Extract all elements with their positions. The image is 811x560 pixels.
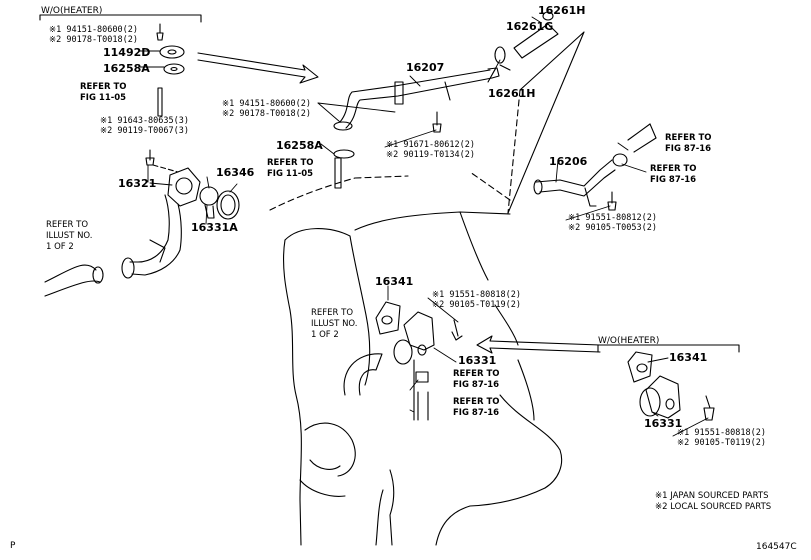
hose-16261g	[494, 11, 559, 71]
sourcing-legend: ※1 JAPAN SOURCED PARTS ※2 LOCAL SOURCED …	[655, 491, 772, 512]
refer-fig-11-05-top: REFER TO FIG 11-05	[80, 82, 127, 103]
part-16341-right: 16341	[669, 351, 708, 364]
wo-heater-header-top: W/O(HEATER)	[41, 6, 103, 16]
subparts-center-bolt: ※1 91671-80612(2) ※2 90119-T0134(2)	[386, 140, 476, 160]
subparts-mid-left: ※1 94151-80600(2) ※2 90178-T0018(2)	[222, 99, 312, 119]
engine-block	[283, 211, 563, 546]
water-outlet-center	[375, 301, 463, 421]
callout-triangle	[507, 31, 585, 214]
refer-fig-87-16-c: REFER TO FIG 87-16	[453, 369, 500, 390]
illustration-code: 164547C	[756, 542, 797, 552]
dashed-boundary	[269, 177, 356, 211]
part-16261h-top: 16261H	[538, 4, 586, 17]
part-16331a: 16331A	[191, 221, 238, 234]
refer-illust-left: REFER TO ILLUST NO. 1 OF 2	[46, 220, 93, 252]
pipe-16206	[533, 123, 657, 211]
part-16331-right: 16331	[644, 417, 683, 430]
part-16207: 16207	[406, 61, 445, 74]
part-16341-center: 16341	[375, 275, 414, 288]
gasket-16258a	[333, 149, 355, 159]
part-11492d: 11492D	[103, 46, 151, 59]
part-16258a-mid: 16258A	[276, 139, 323, 152]
wo-heater-bracket-bottom	[597, 344, 740, 353]
refer-fig-11-05-mid: REFER TO FIG 11-05	[267, 158, 314, 179]
pipe-16207	[333, 67, 500, 189]
page-mark: P	[10, 541, 16, 551]
center-hose	[343, 353, 383, 396]
part-16261g: 16261G	[506, 20, 554, 33]
part-16321: 16321	[118, 177, 157, 190]
subparts-right-pipe: ※1 91551-80812(2) ※2 90105-T0053(2)	[568, 213, 658, 233]
subparts-center-outlet: ※1 91551-80818(2) ※2 90105-T0119(2)	[432, 290, 522, 310]
part-16346: 16346	[216, 166, 255, 179]
subparts-right-outlet: ※1 91551-80818(2) ※2 90105-T0119(2)	[677, 428, 767, 448]
subparts-thermostat: ※1 91643-80635(3) ※2 90119-T0067(3)	[100, 116, 190, 136]
wo-heater-bracket-top	[39, 14, 202, 23]
part-16331-center: 16331	[458, 354, 497, 367]
refer-fig-87-16-d: REFER TO FIG 87-16	[453, 397, 500, 418]
fasteners-top-left	[156, 23, 185, 117]
left-hose	[44, 264, 97, 283]
wo-heater-header-bottom: W/O(HEATER)	[598, 336, 660, 346]
pointer-arrows	[197, 52, 601, 354]
refer-fig-87-16-a: REFER TO FIG 87-16	[665, 133, 712, 154]
refer-illust-center: REFER TO ILLUST NO. 1 OF 2	[311, 308, 358, 340]
leader-lines	[139, 16, 709, 437]
refer-fig-87-16-b: REFER TO FIG 87-16	[650, 164, 697, 185]
subparts-top-left: ※1 94151-80600(2) ※2 90178-T0018(2)	[49, 25, 139, 45]
part-16258a-top: 16258A	[103, 62, 150, 75]
part-16261h-mid: 16261H	[488, 87, 536, 100]
thermostat-assembly	[121, 149, 240, 279]
part-16206: 16206	[549, 155, 588, 168]
